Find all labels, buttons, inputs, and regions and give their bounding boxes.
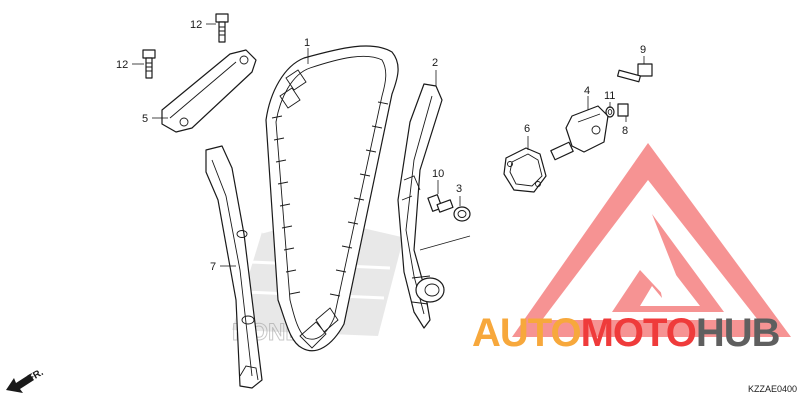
callout-11: 11	[604, 90, 615, 102]
part-10-bolt	[427, 194, 454, 213]
part-6-gasket	[503, 147, 547, 193]
part-3-collar	[453, 206, 471, 222]
callout-4: 4	[584, 85, 590, 97]
front-direction-arrow: FR.	[6, 367, 46, 393]
callout-12-lower: 12	[116, 59, 128, 71]
callout-3: 3	[456, 183, 462, 195]
callout-5: 5	[142, 113, 148, 125]
diagram-code: KZZAE0400	[748, 384, 797, 394]
wordmark-auto: AUTO	[472, 311, 581, 355]
part-12-bolt-upper	[215, 13, 229, 43]
part-8-bolt	[617, 103, 629, 117]
callout-6: 6	[524, 123, 530, 135]
arrow-icon	[6, 374, 34, 393]
part-2-guide-roller	[411, 275, 445, 305]
part-5-guide-plate	[161, 49, 257, 133]
callout-1: 1	[304, 37, 310, 49]
callout-9: 9	[640, 44, 646, 56]
callout-8: 8	[622, 125, 628, 137]
automotohub-wordmark: AUTOMOTOHUB	[472, 311, 780, 355]
part-7-tensioner-arm	[205, 145, 263, 389]
part-9-bolt	[616, 63, 653, 83]
part-4-tensioner-lifter	[550, 105, 609, 161]
automotohub-triangle-logo	[512, 143, 791, 337]
callout-numbers: 1 2 3 4 5 6 7 8 9 10 11 12 12	[116, 19, 646, 273]
leader-lines	[132, 23, 645, 267]
callout-10: 10	[432, 168, 444, 180]
callout-7: 7	[210, 261, 216, 273]
part-12-bolt-lower	[142, 49, 156, 79]
wordmark-hub: HUB	[696, 311, 780, 355]
front-label: FR.	[26, 367, 46, 385]
callout-2: 2	[432, 57, 438, 69]
callout-12-upper: 12	[190, 19, 202, 31]
wordmark-moto: MOTO	[581, 311, 696, 355]
part-1-cam-chain	[265, 45, 399, 352]
part-11-washer	[605, 106, 615, 118]
